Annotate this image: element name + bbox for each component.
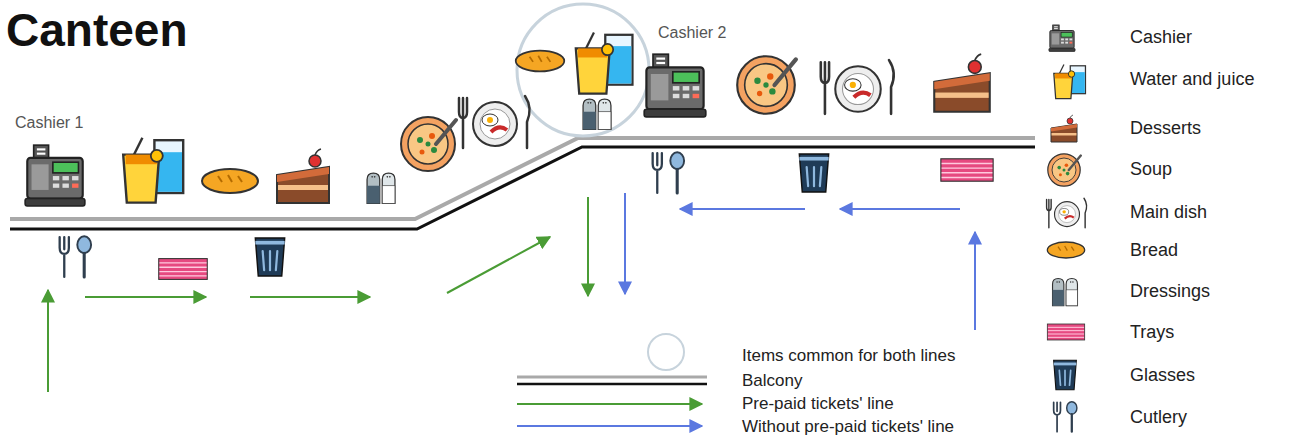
dessert-icon <box>277 149 329 203</box>
flow-arrow <box>624 193 626 294</box>
counter-items <box>25 33 990 206</box>
legend-text: Water and juice <box>1130 70 1254 90</box>
legend-text: Desserts <box>1130 119 1201 139</box>
legend-text: Items common for both lines <box>742 347 956 366</box>
flow-arrow <box>840 208 960 210</box>
bread-icon <box>516 51 565 72</box>
legend-samples <box>517 25 1087 432</box>
main-dish-icon <box>459 96 530 148</box>
legend-icon <box>1048 154 1081 186</box>
cashier-label: Cashier 2 <box>658 24 726 42</box>
cutlery-icon <box>60 236 91 277</box>
legend-icon <box>1054 360 1077 389</box>
legend-icon <box>1047 324 1084 340</box>
flow-arrow <box>250 296 370 298</box>
flow-arrow <box>680 208 805 210</box>
cutlery-icon <box>653 152 684 193</box>
legend-text: Bread <box>1130 241 1178 261</box>
flow-arrow <box>447 237 550 293</box>
dressings-icon <box>583 99 611 129</box>
juice-icon <box>123 138 183 203</box>
legend-text: Trays <box>1130 323 1174 343</box>
no-ticket-line-arrows <box>625 193 975 330</box>
legend-icon <box>1047 242 1084 258</box>
trays-icon <box>941 159 993 181</box>
legend-green-arrow <box>517 403 702 405</box>
pickup-items <box>60 152 993 279</box>
legend-balcony-top <box>517 376 707 379</box>
bread-icon <box>202 169 258 193</box>
dressings-icon <box>367 173 395 203</box>
legend-icon <box>1051 115 1077 142</box>
trays-icon <box>159 259 208 280</box>
legend-text: Cashier <box>1130 28 1192 48</box>
soup-icon <box>401 117 456 171</box>
glasses-icon <box>255 238 284 276</box>
flow-arrow <box>587 197 589 296</box>
legend-text: Balcony <box>742 372 802 391</box>
cashier-label: Cashier 1 <box>15 114 83 132</box>
flow-arrow <box>47 290 49 392</box>
legend-text: Soup <box>1130 160 1172 180</box>
prepaid-line-arrows <box>48 197 588 392</box>
cashier-icon <box>644 54 706 117</box>
legend-circle <box>648 334 684 370</box>
cashier-icon <box>25 145 85 206</box>
legend-text: Dressings <box>1130 282 1210 302</box>
legend-blue-arrow <box>517 425 702 427</box>
legend-text: Cutlery <box>1130 408 1187 428</box>
legend-icon <box>1054 65 1086 99</box>
legend-icon <box>1054 402 1077 432</box>
legend-icon <box>1053 279 1078 306</box>
flow-arrow <box>85 296 206 298</box>
juice-icon <box>576 33 633 94</box>
legend-text: Without pre-paid tickets' line <box>742 418 954 437</box>
legend-text: Pre-paid tickets' line <box>742 395 894 414</box>
flow-arrow <box>974 232 976 330</box>
legend-balcony-bottom <box>517 383 707 386</box>
balcony <box>10 138 1035 229</box>
title: Canteen <box>6 5 187 56</box>
glasses-icon <box>799 154 828 192</box>
soup-icon <box>737 56 796 114</box>
legend-icon <box>1049 25 1075 52</box>
legend-icon <box>1047 198 1087 227</box>
main-dish-icon <box>821 60 894 114</box>
balcony-top <box>10 138 1035 219</box>
legend-text: Glasses <box>1130 366 1195 386</box>
legend-text: Main dish <box>1130 203 1207 223</box>
dessert-icon <box>934 54 989 112</box>
